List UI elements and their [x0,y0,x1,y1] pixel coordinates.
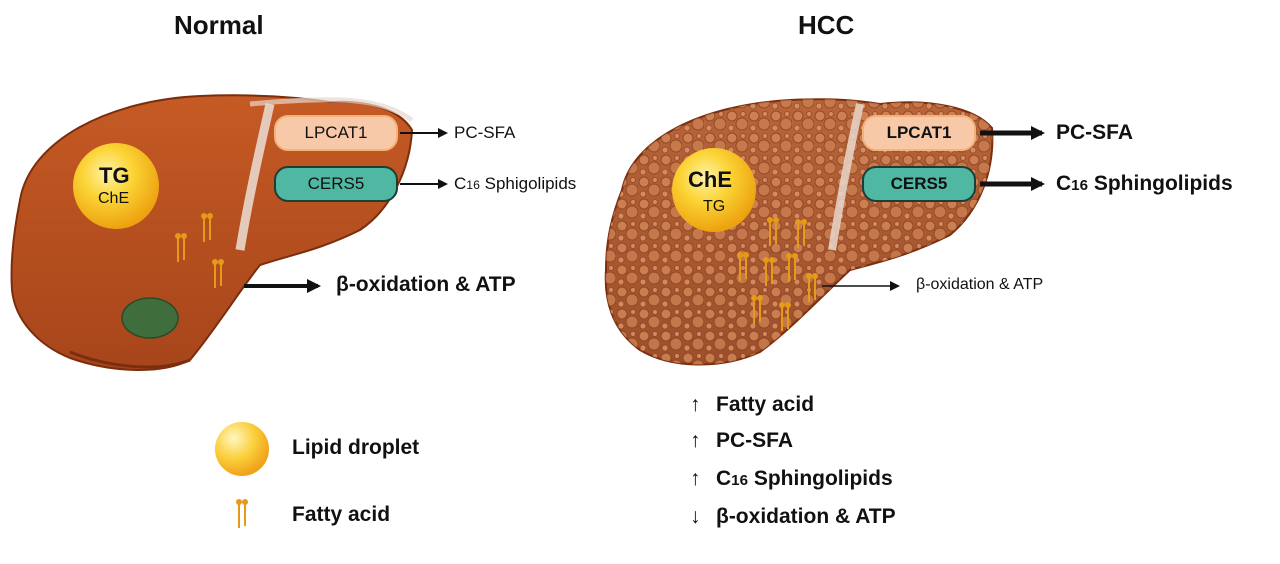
hcc-pc-label: PC-SFA [1056,121,1134,144]
normal-cers5-box: CERS5 [274,166,398,202]
up-arrow-icon: ↑ [690,467,701,490]
hcc-cers5-box: CERS5 [862,166,976,202]
change-row-sphingolipids: ↑ C16 Sphingolipids [690,467,893,491]
change-row-fatty-acid: ↑ Fatty acid [690,393,814,417]
legend-droplet-label: Lipid droplet [292,436,420,459]
normal-cers5-label: CERS5 [307,174,365,193]
normal-pc-label: PC-SFA [454,123,516,142]
normal-sphingo-prefix: C [454,174,467,193]
hcc-sphingo-prefix: C [1056,172,1072,195]
hcc-lpcat1-box: LPCAT1 [862,115,976,151]
hcc-droplet-secondary: TG [703,198,726,215]
down-arrow-icon: ↓ [690,505,701,528]
change-sub: 16 [731,472,748,489]
hcc-beta-label: β-oxidation & ATP [916,276,1044,293]
normal-droplet-secondary: ChE [98,190,130,207]
normal-sphingo-label: C16 Sphigolipids [454,174,576,194]
change-text: PC-SFA [716,429,794,452]
gallbladder [121,297,179,339]
change-row-beta-oxidation: ↓ β-oxidation & ATP [690,505,896,529]
normal-title: Normal [174,10,264,40]
normal-beta-label: β-oxidation & ATP [336,273,516,296]
normal-droplet-main: TG [99,163,130,188]
hcc-title: HCC [798,10,855,40]
hcc-lipid-droplet [672,148,756,232]
hcc-lpcat1-label: LPCAT1 [886,123,952,142]
hcc-cers5-label: CERS5 [890,174,948,193]
hcc-sphingo-label: C16 Sphingolipids [1056,172,1233,196]
change-text: Sphingolipids [747,467,893,490]
change-text: Fatty acid [716,393,815,416]
hcc-sphingo-sub: 16 [1071,177,1088,194]
legend-droplet-icon [215,422,269,476]
normal-lpcat1-box: LPCAT1 [274,115,398,151]
hcc-sphingo-text: Sphingolipids [1087,172,1233,195]
legend-fatty-acid-label: Fatty acid [292,503,391,526]
up-arrow-icon: ↑ [690,393,701,416]
normal-lpcat1-label: LPCAT1 [304,123,368,142]
up-arrow-icon: ↑ [690,429,701,452]
normal-sphingo-sub: 16 [466,178,480,192]
normal-sphingo-text: Sphigolipids [479,174,577,193]
change-row-pc-sfa: ↑ PC-SFA [690,429,793,453]
change-prefix: C [716,467,732,490]
hcc-droplet-main: ChE [688,167,732,192]
change-text: β-oxidation & ATP [716,505,896,528]
legend-fatty-acid-icon [235,498,249,529]
normal-lipid-droplet [73,143,159,229]
